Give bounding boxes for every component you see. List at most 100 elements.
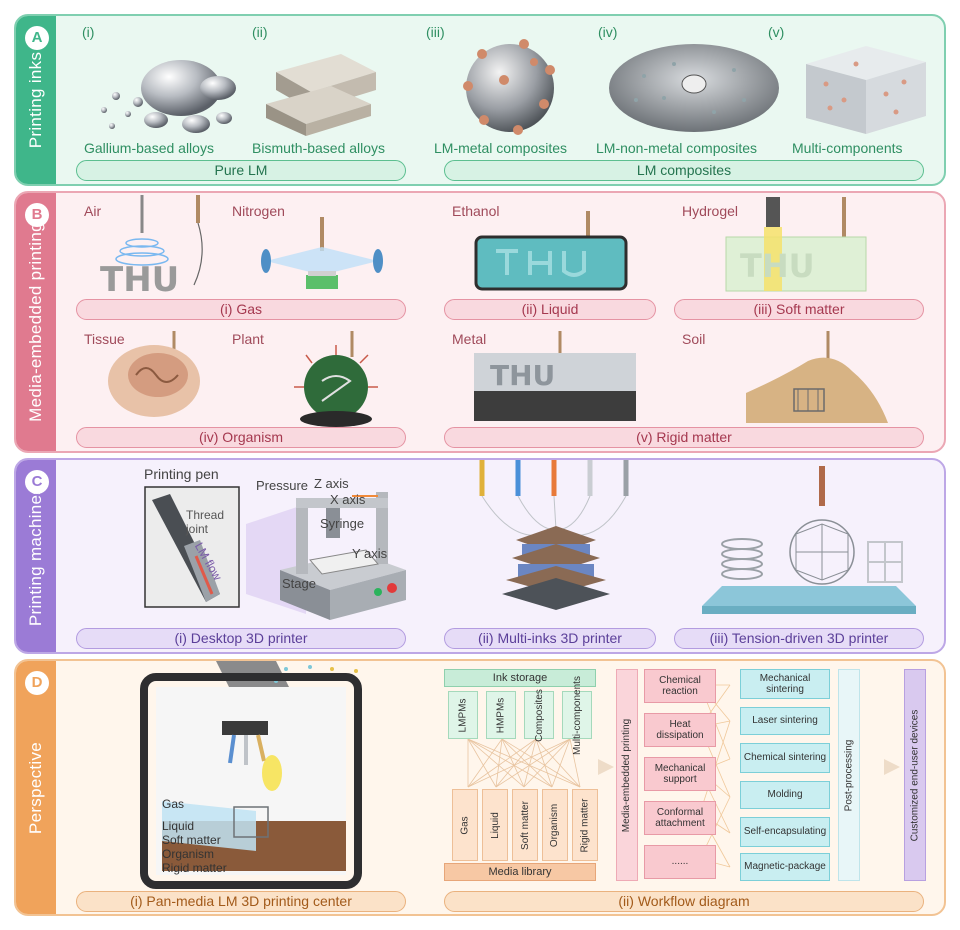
media-label-plant: Plant [232, 331, 264, 347]
gallium-droplets-illustration [101, 60, 236, 133]
lm-non-metal-composite-illustration [609, 44, 779, 132]
media-pill-gas: (i) Gas [76, 299, 406, 320]
ink-label-lm-nonmetal: LM-non-metal composites [596, 140, 758, 156]
hydrogel-printing-illustration: THU [725, 197, 867, 292]
desktop-3d-printer-illustration [246, 492, 406, 620]
media-col-label: Gas [459, 815, 471, 835]
media-pill-rigid-matter: (v) Rigid matter [444, 427, 924, 448]
panel-d-badge: D [25, 671, 49, 695]
panel-b-sidebar: B Media-embedded printing [16, 193, 56, 451]
media-pill-liquid: (ii) Liquid [444, 299, 656, 320]
printing-pen-title: Printing pen [144, 466, 219, 482]
y-axis-label: Y axis [352, 546, 388, 561]
post-processing-label: Post-processing [843, 739, 855, 811]
ink-col-lmpms: LMPMs [448, 691, 478, 739]
panel-printing-machines: C Printing machines Printing pen Thread … [14, 458, 946, 654]
media-col-organism: Organism [542, 789, 568, 861]
panel-d-title: Perspective [26, 741, 45, 834]
ink-label-gallium: Gallium-based alloys [84, 140, 214, 156]
ink-col-multi-components: Multi-components [562, 676, 592, 754]
media-label-ethanol: Ethanol [452, 203, 500, 219]
media-library-box: Media library [444, 863, 596, 881]
ink-storage-box: Ink storage [444, 669, 596, 687]
machine-pill-desktop: (i) Desktop 3D printer [76, 628, 406, 649]
mep-column: Media-embedded printing [616, 669, 638, 881]
post-method-box: Laser sintering [740, 707, 830, 735]
tension-driven-3d-printer-illustration [702, 466, 916, 614]
post-method-box: Mechanical sintering [740, 669, 830, 699]
mechanism-box: Conformal attachment [644, 801, 716, 835]
perspective-pill-center: (i) Pan-media LM 3D printing center [76, 891, 406, 912]
panel-printing-inks: A Printing inks (i) (ii) (iii) (iv) (v) [14, 14, 946, 186]
media-list-item: Organism [162, 847, 215, 861]
air-thu-text: THU [100, 260, 179, 295]
panel-d-sidebar: D Perspective [16, 661, 56, 914]
ink-numeral-i: (i) [82, 24, 95, 40]
air-printing-illustration: THU [100, 195, 203, 295]
plant-cactus-illustration [294, 331, 378, 427]
panel-a-title: Printing inks [26, 51, 45, 149]
panel-media-embedded-printing: B Media-embedded printing Air Nitrogen E… [14, 191, 946, 453]
panel-b-title: Media-embedded printing [26, 222, 45, 422]
mechanism-box: ...... [644, 845, 716, 879]
multi-inks-3d-printer-illustration [479, 460, 629, 610]
workflow-diagram: Ink storage LMPMs HMPMs Composites Multi… [444, 663, 934, 883]
media-pill-organism: (iv) Organism [76, 427, 406, 448]
media-label-nitrogen: Nitrogen [232, 203, 285, 219]
media-col-rigid-matter: Rigid matter [572, 789, 598, 861]
ethanol-printing-illustration [474, 211, 628, 291]
media-list-item: Rigid matter [162, 861, 227, 875]
ink-numeral-iv: (iv) [598, 24, 618, 40]
machine-pill-multi-inks: (ii) Multi-inks 3D printer [444, 628, 656, 649]
media-label-hydrogel: Hydrogel [682, 203, 739, 219]
mechanism-box: Mechanical support [644, 757, 716, 791]
printing-pen-illustration [144, 486, 240, 608]
ink-col-label: LMPMs [457, 698, 469, 732]
media-pill-soft-matter: (iii) Soft matter [674, 299, 924, 320]
ink-label-multi: Multi-components [792, 140, 903, 156]
machine-pill-tension-driven: (iii) Tension-driven 3D printer [674, 628, 924, 649]
media-label-soil: Soil [682, 331, 706, 347]
panel-c-sidebar: C Printing machines [16, 460, 56, 652]
media-col-soft-matter: Soft matter [512, 789, 538, 861]
media-col-label: Soft matter [519, 800, 531, 850]
panel-c-title: Printing machines [26, 485, 45, 627]
panel-perspective: D Perspective Gas Liquid Soft matter Org… [14, 659, 946, 916]
media-col-label: Liquid [489, 811, 501, 839]
ink-numeral-v: (v) [768, 24, 785, 40]
end-user-devices-column: Customized end-user devices [904, 669, 926, 881]
end-user-devices-label: Customized end-user devices [909, 709, 921, 841]
media-label-tissue: Tissue [84, 331, 125, 347]
lm-metal-composite-illustration [463, 39, 555, 135]
media-col-label: Organism [549, 803, 561, 847]
media-list: Gas Liquid Soft matter Organism Rigid ma… [162, 797, 262, 875]
ink-col-label: Composites [533, 688, 545, 742]
group-pill-pure-lm: Pure LM [76, 160, 406, 181]
pressure-label: Pressure [256, 478, 309, 493]
media-label-metal: Metal [452, 331, 487, 347]
ink-numeral-ii: (ii) [252, 24, 268, 40]
post-method-box: Molding [740, 781, 830, 809]
post-method-box: Chemical sintering [740, 743, 830, 773]
metal-printing-illustration: THU [474, 331, 636, 421]
soil-printing-illustration [746, 331, 888, 423]
panel-a-sidebar: A Printing inks [16, 16, 56, 184]
hydrogel-thu-text: THU [740, 247, 815, 285]
ink-col-label: HMPMs [495, 697, 507, 733]
post-method-box: Self-encapsulating [740, 817, 830, 847]
mechanism-box: Chemical reaction [644, 669, 716, 703]
media-list-item: Soft matter [162, 833, 221, 847]
ink-numeral-iii: (iii) [426, 24, 445, 40]
panel-a-badge: A [25, 26, 49, 50]
panel-b-badge: B [25, 203, 49, 227]
media-col-liquid: Liquid [482, 789, 508, 861]
syringe-label: Syringe [320, 516, 365, 531]
ink-col-hmpms: HMPMs [486, 691, 516, 739]
z-axis-label: Z axis [314, 476, 349, 491]
metal-thu-text: THU [490, 359, 555, 392]
media-col-gas: Gas [452, 789, 478, 861]
tissue-brain-illustration [108, 331, 200, 417]
mechanism-box: Heat dissipation [644, 713, 716, 747]
media-col-label: Rigid matter [579, 798, 591, 852]
mep-label: Media-embedded printing [621, 718, 633, 832]
